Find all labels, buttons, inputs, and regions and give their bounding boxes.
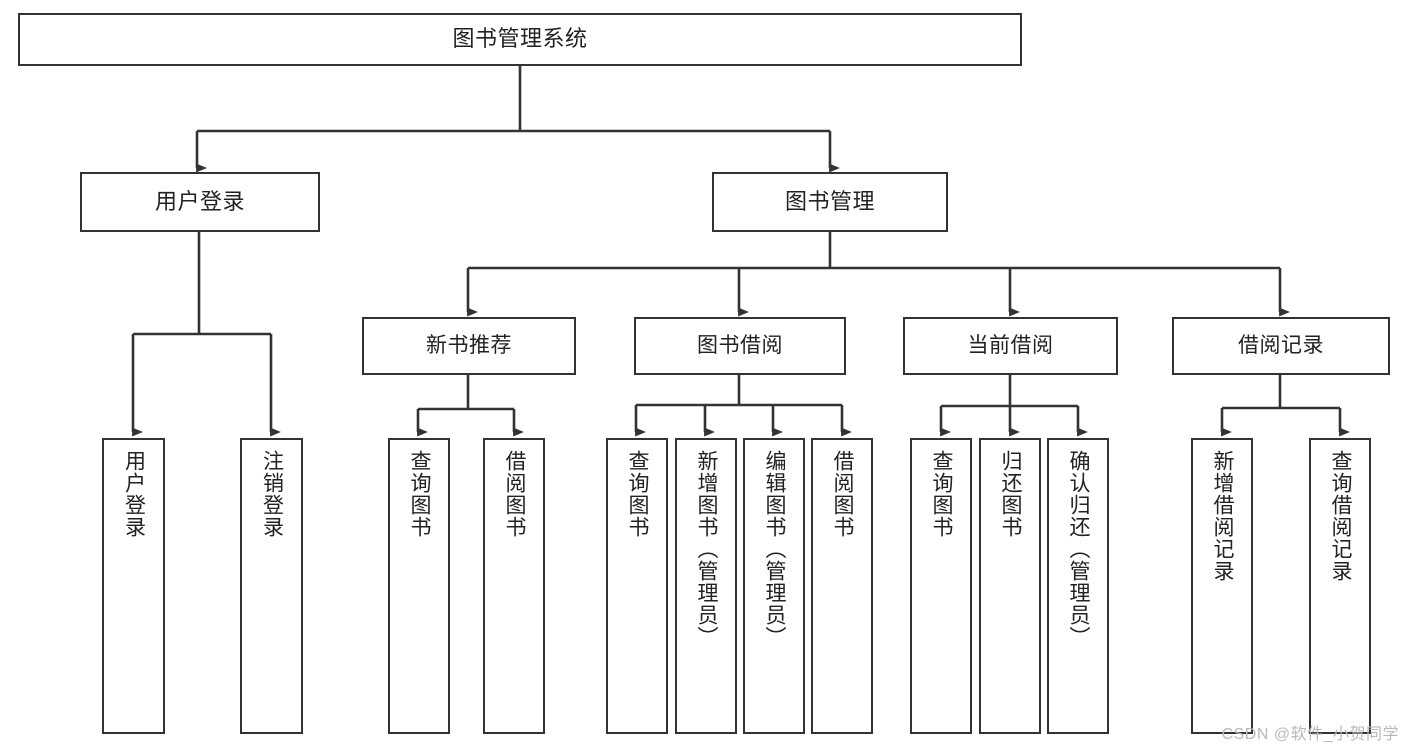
node-borrow-record-label: 借阅记录 [1238, 334, 1324, 358]
node-root[interactable]: 图书管理系统 [18, 13, 1022, 66]
node-leaf-borrow-borrow-label: 借阅图书 [831, 450, 855, 538]
node-leaf-borrow-add[interactable]: 新增图书（管理员） [675, 438, 737, 734]
node-leaf-borrow-borrow[interactable]: 借阅图书 [811, 438, 873, 734]
node-borrow-record[interactable]: 借阅记录 [1172, 317, 1390, 375]
node-leaf-user-login[interactable]: 用户登录 [102, 438, 165, 734]
node-leaf-current-query-label: 查询图书 [930, 450, 954, 538]
node-leaf-user-logout-label: 注销登录 [260, 450, 284, 538]
node-leaf-borrow-query[interactable]: 查询图书 [606, 438, 668, 734]
node-user-login-label: 用户登录 [154, 188, 245, 214]
node-leaf-borrow-add-label: 新增图书（管理员） [695, 450, 719, 648]
node-leaf-borrow-query-label: 查询图书 [626, 450, 650, 538]
node-book-manage-label: 图书管理 [784, 188, 875, 214]
node-leaf-current-query[interactable]: 查询图书 [910, 438, 972, 734]
node-leaf-user-login-label: 用户登录 [122, 450, 146, 538]
node-user-login[interactable]: 用户登录 [80, 172, 320, 232]
node-leaf-user-logout[interactable]: 注销登录 [240, 438, 303, 734]
node-leaf-current-return[interactable]: 归还图书 [979, 438, 1041, 734]
node-leaf-borrow-edit-label: 编辑图书（管理员） [763, 450, 787, 648]
node-leaf-rec-borrow[interactable]: 借阅图书 [483, 438, 545, 734]
node-leaf-current-confirm-label: 确认归还（管理员） [1067, 450, 1091, 648]
node-book-borrow[interactable]: 图书借阅 [634, 317, 846, 375]
node-book-manage[interactable]: 图书管理 [712, 172, 948, 232]
node-leaf-rec-query[interactable]: 查询图书 [388, 438, 450, 734]
node-leaf-record-query[interactable]: 查询借阅记录 [1309, 438, 1371, 734]
node-new-book-rec[interactable]: 新书推荐 [362, 317, 576, 375]
node-leaf-record-add-label: 新增借阅记录 [1211, 450, 1235, 582]
node-leaf-record-add[interactable]: 新增借阅记录 [1191, 438, 1253, 734]
node-leaf-current-confirm[interactable]: 确认归还（管理员） [1047, 438, 1109, 734]
node-leaf-current-return-label: 归还图书 [999, 450, 1023, 538]
node-leaf-borrow-edit[interactable]: 编辑图书（管理员） [743, 438, 805, 734]
node-leaf-record-query-label: 查询借阅记录 [1329, 450, 1353, 582]
node-book-borrow-label: 图书借阅 [697, 334, 783, 358]
node-root-label: 图书管理系统 [452, 26, 588, 52]
node-current-borrow[interactable]: 当前借阅 [903, 317, 1118, 375]
node-current-borrow-label: 当前借阅 [967, 334, 1054, 358]
node-new-book-rec-label: 新书推荐 [426, 334, 512, 358]
node-leaf-rec-query-label: 查询图书 [408, 450, 432, 538]
node-leaf-rec-borrow-label: 借阅图书 [503, 450, 527, 538]
watermark: CSDN @软件_小贺同学 [1221, 726, 1399, 743]
